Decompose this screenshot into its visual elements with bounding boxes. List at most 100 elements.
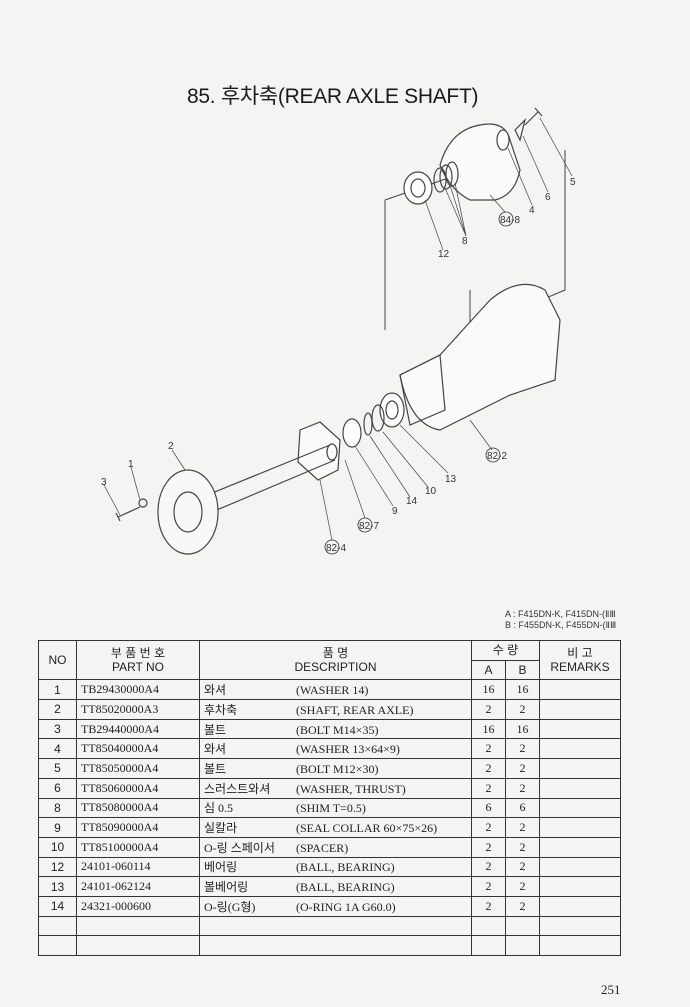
- desc-korean: 베어링: [204, 860, 238, 875]
- page-number: 251: [601, 982, 621, 997]
- desc-korean: 볼트: [204, 761, 227, 776]
- callout-4: 4: [529, 205, 535, 216]
- cell-qty-a: 2: [471, 758, 506, 779]
- cell-remarks: [539, 718, 622, 740]
- callout-82-7: 82-7: [359, 521, 379, 532]
- cell-remarks: [539, 895, 622, 917]
- axle-housing: [399, 283, 561, 431]
- page-title: 85. 후차축(REAR AXLE SHAFT): [187, 85, 479, 108]
- desc-korean: 볼트: [204, 722, 227, 737]
- cell-qty-b: 2: [504, 876, 541, 897]
- desc-english: (WASHER 13×64×9): [296, 742, 400, 757]
- cell-part-no: TT85040000A4: [76, 738, 200, 760]
- spacer-10: [371, 404, 385, 432]
- cell-description: 볼트 (BOLT M14×35): [199, 718, 472, 740]
- model-legend: A : F415DN-K, F415DN-(ⅡⅢ B : F455DN-K, F…: [505, 609, 616, 631]
- washer-4: [496, 129, 510, 151]
- desc-english: (BOLT M14×35): [296, 722, 379, 737]
- cell-no: 8: [38, 797, 77, 819]
- cell-description: O-링 스페이서(SPACER): [199, 836, 472, 858]
- cell-qty-a: 2: [471, 876, 506, 897]
- axle-flange: [157, 469, 219, 555]
- callout-82-4: 82-4: [326, 543, 346, 554]
- cell-part-no: TT85060000A4: [76, 777, 200, 799]
- callout-3: 3: [101, 477, 107, 488]
- bearing-12: [403, 171, 433, 205]
- callout-14: 14: [406, 496, 418, 507]
- cell-remarks: [539, 876, 622, 897]
- cell-no: 9: [38, 817, 77, 838]
- cell-qty-a: 16: [471, 679, 506, 701]
- cell-qty-a: 2: [471, 836, 506, 858]
- cell-description: 베어링 (BALL, BEARING): [199, 856, 472, 878]
- cell-part-no: TT85020000A3: [76, 699, 200, 720]
- callout-2: 2: [168, 441, 174, 452]
- header-qty: 수 량: [470, 640, 541, 661]
- cell-qty-b: 16: [504, 679, 541, 701]
- cell-part-no: TT85050000A4: [76, 758, 200, 779]
- cell-part-no: TT85100000A4: [76, 836, 200, 858]
- callout-84-8: 84-8: [500, 215, 520, 226]
- empty-row: [38, 915, 622, 937]
- cell-qty-a: 2: [471, 817, 506, 838]
- desc-english: (SHAFT, REAR AXLE): [296, 702, 414, 717]
- model-a: A : F415DN-K, F415DN-(ⅡⅢ: [505, 609, 616, 619]
- desc-english: (BALL, BEARING): [296, 880, 395, 895]
- cell-qty-a: 16: [471, 718, 506, 740]
- cell-part-no: TB29440000A4: [76, 718, 200, 740]
- cell-no: 5: [38, 758, 77, 779]
- cell-qty-b: 2: [504, 856, 541, 878]
- bolt-5: [524, 107, 543, 126]
- desc-english: (BALL, BEARING): [296, 860, 395, 875]
- thrust-washer-6: [514, 118, 527, 142]
- cell-description: 심 0.5 (SHIM T=0.5): [199, 797, 472, 819]
- flange-plate: [297, 421, 341, 481]
- header-qty-a: A: [471, 659, 506, 681]
- cell-description: 스러스트와셔(WASHER, THRUST): [199, 777, 472, 799]
- header-no: NO: [38, 639, 77, 681]
- callout-8: 8: [462, 236, 468, 247]
- desc-english: (WASHER 14): [296, 683, 369, 698]
- callout-12: 12: [438, 249, 450, 260]
- cell-part-no: 24321-000600: [76, 895, 200, 917]
- rear-axle-shaft-2: [194, 444, 336, 516]
- cell-remarks: [539, 836, 622, 858]
- callout-13: 13: [445, 474, 457, 485]
- cell-remarks: [539, 758, 622, 779]
- desc-english: (SHIM T=0.5): [296, 801, 366, 816]
- cell-qty-b: 2: [504, 895, 541, 917]
- desc-korean: 실칼라: [204, 821, 238, 836]
- desc-korean: 심 0.5: [204, 801, 234, 816]
- desc-english: (WASHER, THRUST): [296, 781, 406, 796]
- cell-no: 3: [38, 718, 77, 740]
- cell-no: 6: [38, 777, 77, 799]
- desc-korean: 와셔: [204, 742, 227, 757]
- cell-part-no: TB29430000A4: [76, 679, 200, 701]
- desc-english: (SEAL COLLAR 60×75×26): [296, 821, 438, 836]
- cell-description: 실칼라 (SEAL COLLAR 60×75×26): [199, 817, 472, 838]
- bolt-3: [115, 506, 141, 522]
- cell-remarks: [539, 817, 622, 838]
- desc-korean: 볼베어링: [204, 880, 249, 895]
- callout-5: 5: [570, 177, 576, 188]
- cell-qty-b: 2: [504, 699, 541, 720]
- cell-no: 2: [38, 699, 77, 720]
- cell-qty-b: 2: [504, 777, 541, 799]
- desc-korean: O-링 스페이서: [204, 840, 275, 855]
- desc-korean: 와셔: [204, 683, 227, 698]
- cell-qty-b: 2: [504, 738, 541, 760]
- cell-description: 볼트(BOLT M12×30): [199, 758, 472, 779]
